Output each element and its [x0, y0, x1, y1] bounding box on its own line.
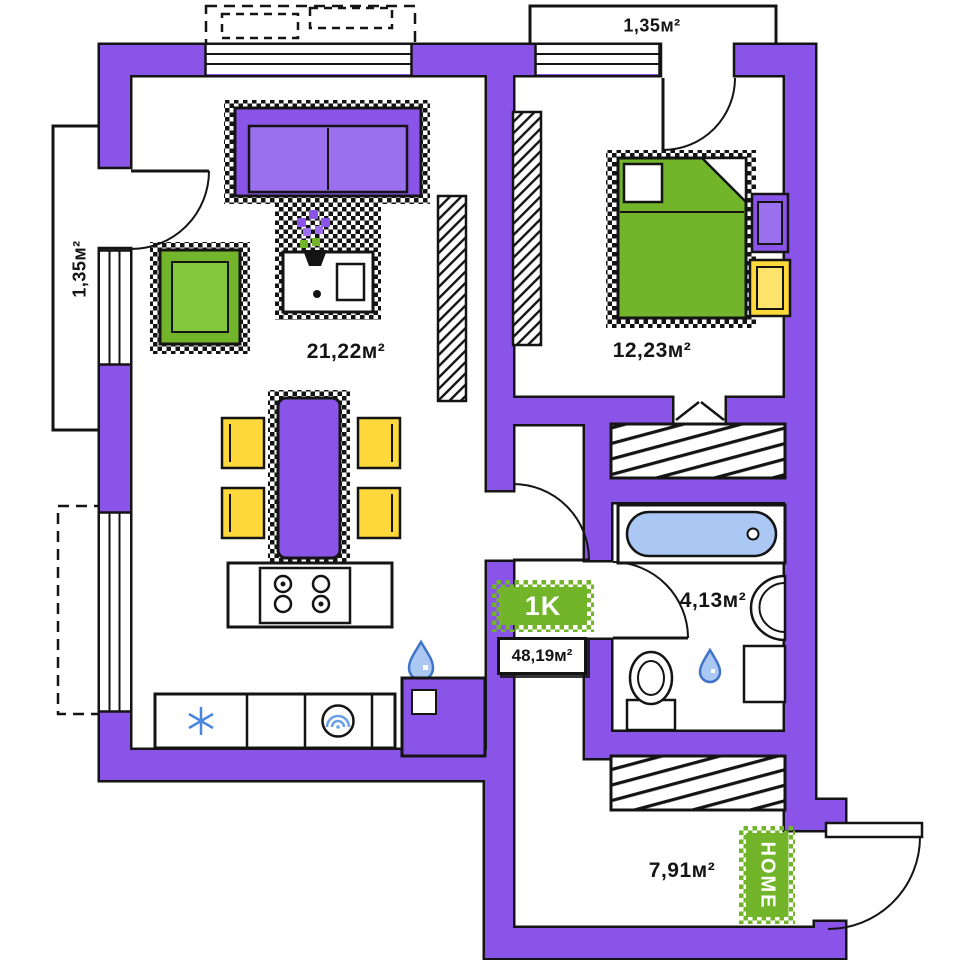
door-bathroom [612, 561, 689, 640]
balcony-top [528, 4, 778, 48]
balcony-door-bedroom [659, 42, 736, 151]
dashed-balcony-top [204, 4, 417, 46]
home-brand-label: HOME [756, 841, 779, 909]
armchair [150, 242, 250, 354]
snowflake-icon [188, 707, 214, 735]
plant-icon [297, 210, 330, 266]
bathroom-area-label: 4,13м² [679, 589, 747, 612]
home-brand-badge: HOME [739, 826, 795, 924]
bedroom-area-label: 12,23м² [612, 339, 692, 362]
dining-chairs [220, 416, 402, 540]
total-area-label: 48,19м² [511, 646, 573, 665]
toilet [625, 650, 677, 732]
door-living-hall [512, 483, 590, 562]
closet-bottom [609, 754, 787, 812]
balcony-door-living [97, 166, 210, 250]
kitchen-counter [153, 692, 397, 750]
sink [749, 574, 787, 642]
bed [606, 150, 756, 328]
water-drop-icon [407, 639, 435, 682]
window-left-kitchen [97, 511, 133, 713]
bedroom-wardrobe [511, 110, 543, 347]
bath-cabinet [742, 644, 787, 704]
dashed-balcony-left [56, 504, 104, 716]
dresser [748, 258, 792, 318]
vent-shaft [400, 676, 487, 758]
window-top-living [204, 42, 413, 78]
window-left-living [97, 249, 133, 366]
washing-machine-icon [321, 704, 355, 738]
window-top-bedroom [534, 42, 661, 78]
kitchen-stove [226, 561, 394, 629]
balcony-left-area-label: 1,35м² [69, 240, 90, 298]
dining-table [268, 390, 350, 568]
radiator-shelf [436, 194, 468, 403]
entrance-door [824, 821, 924, 930]
water-drop-icon-bath [698, 647, 722, 684]
total-area-tag: 48,19м² [497, 637, 587, 675]
door-bedroom-folding [675, 401, 725, 421]
living-area-label: 21,22м² [306, 340, 386, 363]
unit-type-badge: 1K [492, 580, 594, 632]
unit-type-label: 1K [524, 590, 562, 621]
balcony-top-area-label: 1,35м² [623, 15, 681, 36]
closet-top [609, 422, 787, 480]
hallway-area-label: 7,91м² [648, 859, 716, 882]
bathtub [616, 503, 787, 565]
sofa [224, 100, 430, 204]
nightstand [750, 192, 790, 254]
